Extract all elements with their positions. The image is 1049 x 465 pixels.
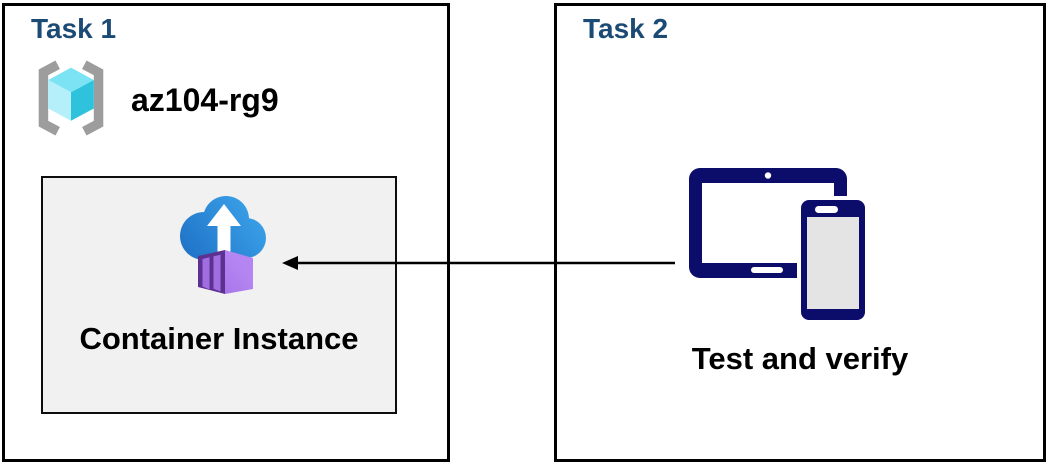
container-instance-box: Container Instance <box>41 176 397 414</box>
phone-icon <box>797 196 869 324</box>
container-instance-label: Container Instance <box>79 321 359 356</box>
container-instance-icon <box>174 188 274 303</box>
resource-group-name: az104-rg9 <box>131 82 279 118</box>
task1-title: Task 1 <box>31 13 117 44</box>
task2-box <box>554 3 1046 462</box>
arrow-connector <box>281 254 677 277</box>
tablet-and-phone-icon <box>688 165 870 330</box>
resource-group-icon <box>31 60 111 141</box>
upload-arrow <box>207 204 241 254</box>
task2-title: Task 2 <box>583 13 669 44</box>
container-shape <box>198 250 253 294</box>
arrowhead-left <box>282 256 298 270</box>
resource-group-row: az104-rg9 <box>31 60 279 141</box>
devices-label: Test and verify <box>691 341 909 376</box>
